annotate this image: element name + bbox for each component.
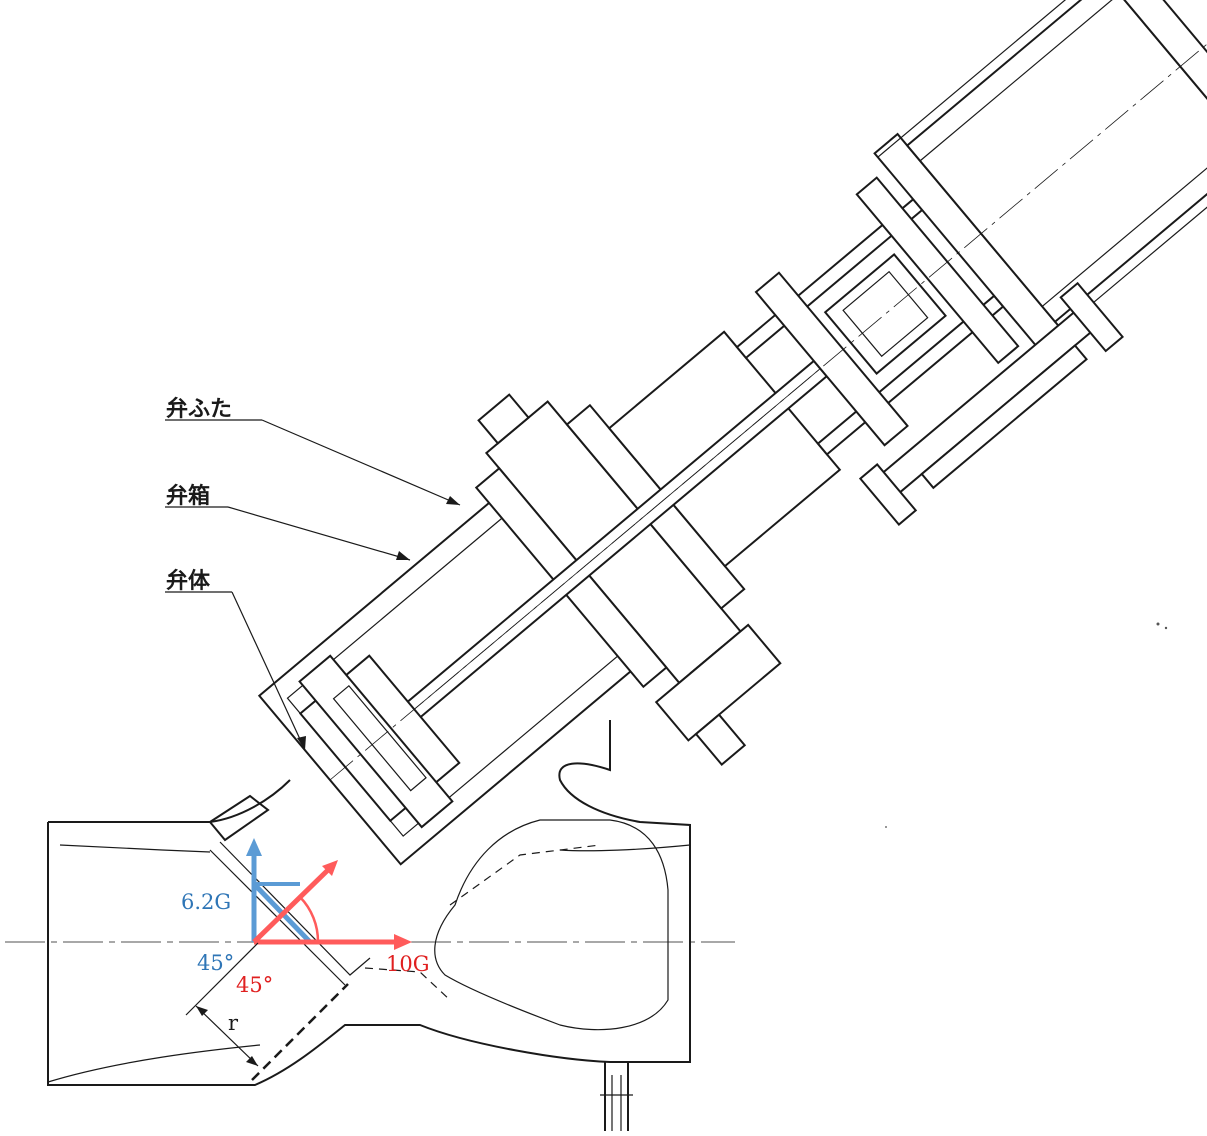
acceleration-vectors [246,838,412,950]
label-vertical-accel: 6.2G [181,890,231,914]
label-valve-box: 弁箱 [166,483,210,509]
label-horizontal-accel: 10G [386,952,430,976]
label-angle-blue: 45° [197,951,234,975]
horizontal-accel-arrowhead [394,934,412,950]
red-diagonal-arrowhead [322,860,338,876]
radius-dimension [185,942,349,1081]
inclined-assembly [257,0,1207,866]
red-diagonal-arrow [252,866,332,944]
label-radius: r [228,1011,239,1035]
label-angle-red: 45° [236,973,273,997]
angle-arc [299,896,320,943]
leader-lines [165,419,461,751]
label-bonnet: 弁ふた [166,396,232,422]
vertical-accel-arrowhead [246,838,262,856]
label-valve-body: 弁体 [166,568,211,594]
